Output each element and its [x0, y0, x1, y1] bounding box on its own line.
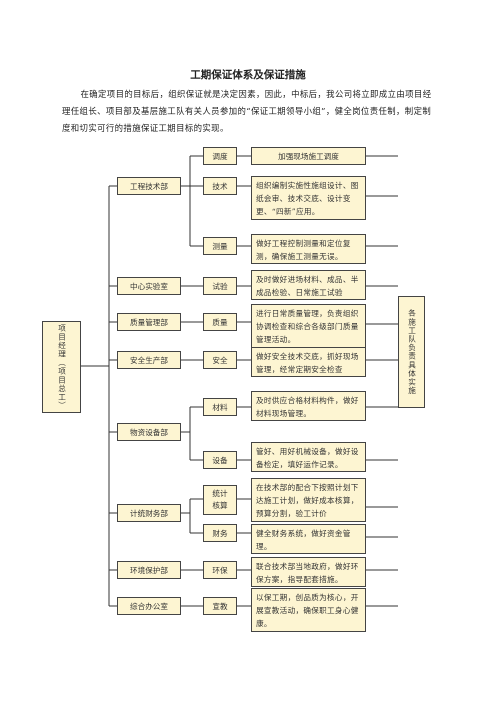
desc-test-text: 及时做好进场材料、成品、半成品检验、日常施工试验: [256, 275, 359, 297]
desc-tech-text: 组织编制实施性施组设计、图纸会审、技术交底、设计变更、“四新”应用。: [256, 181, 359, 216]
func-publicity-label: 宣教: [212, 601, 228, 611]
func-finance: 财务: [203, 524, 237, 542]
desc-material: 及时供应合格材料构件，做好材料现场管理。: [251, 391, 366, 421]
func-survey: 测量: [203, 237, 237, 255]
dept-quality-label: 质量管理部: [130, 317, 168, 327]
desc-stats: 在技术部的配合下按照计划下达施工计划，做好成本核算，预算分割，验工计价: [251, 478, 366, 522]
dept-finance-label: 计统财务部: [130, 508, 168, 518]
dept-finance: 计统财务部: [117, 504, 181, 522]
func-quality-label: 质量: [212, 317, 228, 327]
func-publicity: 宣教: [203, 597, 237, 615]
desc-safety: 做好安全技术交底，抓好现场管理，经常定期安全检查: [251, 347, 366, 377]
func-tech: 技术: [203, 177, 237, 195]
desc-env: 联合技术部当地政府，做好环保方案，指导配套措施。: [251, 557, 366, 587]
func-dispatch-label: 调度: [212, 151, 228, 161]
dept-office-label: 综合办公室: [130, 601, 168, 611]
func-env: 环保: [203, 561, 237, 579]
func-material-label: 材料: [212, 402, 228, 412]
dept-safety-label: 安全生产部: [130, 355, 168, 365]
dept-lab-label: 中心实验室: [130, 281, 168, 291]
desc-material-text: 及时供应合格材料构件，做好材料现场管理。: [256, 396, 359, 418]
desc-survey-text: 做好工程控制测量和定位复测，确保施工测量无误。: [256, 239, 351, 261]
dept-environment: 环境保护部: [117, 561, 181, 579]
dept-engineering: 工程技术部: [117, 177, 181, 195]
desc-survey: 做好工程控制测量和定位复测，确保施工测量无误。: [251, 234, 366, 264]
dept-quality: 质量管理部: [117, 313, 181, 331]
func-survey-label: 测量: [212, 241, 228, 251]
page-title: 工期保证体系及保证措施: [190, 69, 306, 81]
dept-materials-label: 物资设备部: [130, 427, 168, 437]
dept-environment-label: 环境保护部: [130, 565, 168, 575]
project-manager-box: 项目经理（项目总工）: [42, 321, 81, 413]
construction-teams-label: 各施工队负责具体实施: [407, 309, 417, 395]
desc-quality-text: 进行日常质量管理，负责组织协调检查和综合各级部门质量管理活动。: [256, 309, 359, 344]
intro-paragraph: 在确定项目的目标后，组织保证就是决定因素，因此，中标后，我公司将立即成立由项目经…: [62, 89, 432, 133]
desc-env-text: 联合技术部当地政府，做好环保方案，指导配套措施。: [256, 562, 359, 584]
dept-safety: 安全生产部: [117, 351, 181, 369]
desc-dispatch-text: 加强现场施工调度: [278, 151, 339, 161]
func-quality: 质量: [203, 313, 237, 331]
dept-lab: 中心实验室: [117, 277, 181, 295]
func-safety: 安全: [203, 351, 237, 369]
desc-finance-text: 健全财务系统，做好资金管理。: [256, 529, 351, 551]
func-dispatch: 调度: [203, 147, 237, 165]
project-manager-label: 项目经理（项目总工）: [57, 324, 67, 410]
func-stats-label: 统计核算: [212, 489, 228, 510]
func-safety-label: 安全: [212, 355, 228, 365]
dept-office: 综合办公室: [117, 597, 181, 615]
func-material: 材料: [203, 398, 237, 416]
func-test: 试验: [203, 277, 237, 295]
func-finance-label: 财务: [212, 528, 228, 538]
desc-test: 及时做好进场材料、成品、半成品检验、日常施工试验: [251, 270, 366, 300]
desc-publicity-text: 以保工期，创品质为核心，开展宣教活动，确保职工身心健康。: [256, 593, 359, 628]
construction-teams-box: 各施工队负责具体实施: [398, 296, 425, 408]
func-env-label: 环保: [212, 565, 228, 575]
dept-materials: 物资设备部: [117, 423, 181, 441]
desc-tech: 组织编制实施性施组设计、图纸会审、技术交底、设计变更、“四新”应用。: [251, 176, 366, 220]
desc-publicity: 以保工期，创品质为核心，开展宣教活动，确保职工身心健康。: [251, 588, 366, 632]
desc-finance: 健全财务系统，做好资金管理。: [251, 524, 366, 554]
desc-safety-text: 做好安全技术交底，抓好现场管理，经常定期安全检查: [256, 352, 359, 374]
func-stats: 统计核算: [203, 485, 237, 515]
desc-quality: 进行日常质量管理，负责组织协调检查和综合各级部门质量管理活动。: [251, 304, 366, 348]
desc-equipment: 管好、用好机械设备，做好设备检定，填好运作记录。: [251, 442, 366, 472]
func-tech-label: 技术: [212, 181, 228, 191]
desc-equipment-text: 管好、用好机械设备，做好设备检定，填好运作记录。: [256, 447, 359, 469]
func-test-label: 试验: [212, 281, 228, 291]
func-equipment: 设备: [203, 451, 237, 469]
dept-engineering-label: 工程技术部: [130, 181, 168, 191]
func-equipment-label: 设备: [212, 455, 228, 465]
desc-stats-text: 在技术部的配合下按照计划下达施工计划，做好成本核算，预算分割，验工计价: [256, 483, 359, 518]
desc-dispatch: 加强现场施工调度: [251, 147, 366, 165]
